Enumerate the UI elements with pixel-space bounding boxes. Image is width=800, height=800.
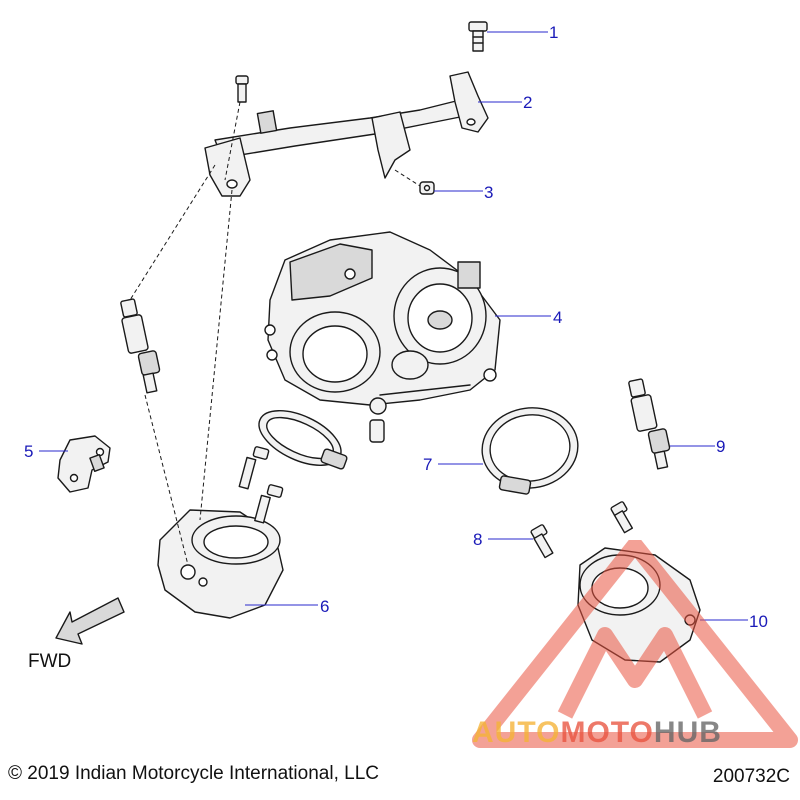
fwd-label: FWD <box>28 651 72 672</box>
forward-direction-arrow <box>55 597 125 645</box>
callout-1: 1 <box>549 23 558 42</box>
callout-5: 5 <box>24 442 33 461</box>
drawing-code: 200732C <box>712 766 790 787</box>
alignment-lines <box>129 101 241 566</box>
callout-9: 9 <box>716 437 725 456</box>
part-3-bolt <box>394 169 435 195</box>
copyright-notice: © 2019 Indian Motorcycle International, … <box>8 763 379 784</box>
callout-7: 7 <box>423 455 432 474</box>
callout-4: 4 <box>553 308 562 327</box>
part-7-hose-clamp <box>258 407 579 495</box>
watermark-word-auto: AUTO <box>472 716 561 749</box>
callout-10: 10 <box>749 612 768 631</box>
watermark-word-moto: MOTO <box>560 716 654 749</box>
part-9-fuel-injector <box>628 378 671 470</box>
callout-6: 6 <box>320 597 329 616</box>
part-8-bolt <box>530 501 634 559</box>
part-5-sensor <box>57 435 111 493</box>
fuel-injector-left <box>120 298 161 394</box>
callout-3: 3 <box>484 183 493 202</box>
callout-2: 2 <box>523 93 532 112</box>
part-4-throttle-body <box>264 231 501 443</box>
part-1-bolt <box>468 21 488 52</box>
automotohub-watermark-logo <box>472 540 798 748</box>
part-6-intake-adapter <box>157 446 284 619</box>
callout-8: 8 <box>473 530 482 549</box>
callouts: 1 2 3 4 5 6 7 8 9 10 <box>24 23 768 631</box>
automotohub-watermark-text: AUTOMOTOHUB <box>472 716 722 750</box>
watermark-word-hub: HUB <box>653 716 722 749</box>
part-2-fuel-rail <box>204 71 489 197</box>
